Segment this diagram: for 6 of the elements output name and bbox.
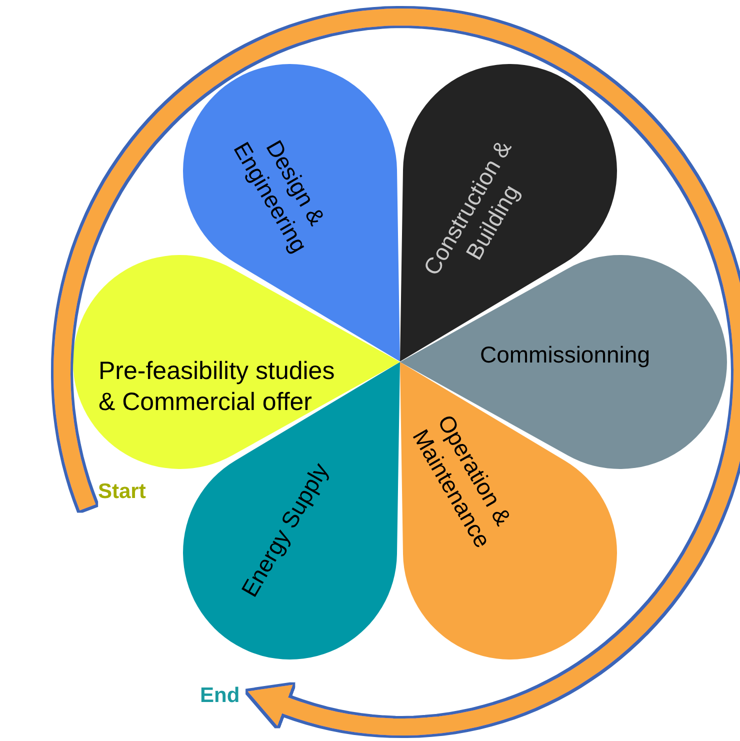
flow-label: Start (98, 480, 146, 503)
flow-label: End (200, 684, 240, 707)
petal-label: Commissionning (478, 340, 651, 370)
circular-arrow (54, 8, 740, 736)
petal (183, 64, 400, 362)
petal-label: Pre-feasibility studies & Commercial offer (98, 356, 336, 418)
